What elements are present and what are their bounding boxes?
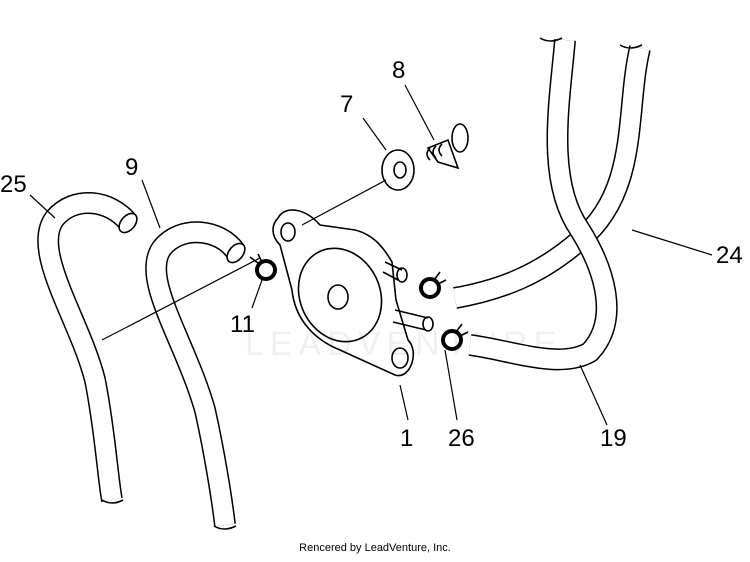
washer-7 — [381, 149, 415, 191]
part-label-24: 24 — [716, 242, 743, 269]
leader-25 — [29, 194, 56, 219]
part-label-11: 11 — [230, 311, 255, 338]
part-label-7: 7 — [340, 91, 353, 118]
hose-9 — [145, 221, 246, 530]
part-label-8: 8 — [392, 57, 405, 84]
screw-alignment-line — [301, 179, 387, 226]
fuel-pump — [272, 209, 434, 377]
part-label-26: 26 — [448, 425, 475, 452]
leader-1 — [399, 384, 409, 421]
leader-8 — [404, 84, 435, 141]
leader-26 — [444, 349, 458, 421]
hose-alignment-line — [101, 257, 261, 341]
hose-25 — [37, 192, 138, 504]
render-credit: Rencered by LeadVenture, Inc. — [299, 542, 451, 554]
clamp-26-lower — [441, 323, 469, 351]
fuel-pump-exploded-diagram: LEADVENTURE — [0, 37, 743, 530]
part-label-19: 19 — [600, 425, 627, 452]
leader-19 — [579, 364, 608, 426]
leader-9 — [141, 179, 161, 229]
hose-19 — [468, 37, 618, 371]
screw-8 — [426, 123, 469, 170]
leader-11 — [251, 279, 263, 309]
leader-7 — [362, 117, 387, 151]
leader-24 — [631, 229, 713, 256]
part-label-25: 25 — [0, 171, 27, 198]
clamp-11 — [249, 253, 277, 281]
clamp-26-upper — [419, 271, 447, 299]
part-label-1: 1 — [400, 425, 413, 452]
part-label-9: 9 — [125, 154, 138, 181]
